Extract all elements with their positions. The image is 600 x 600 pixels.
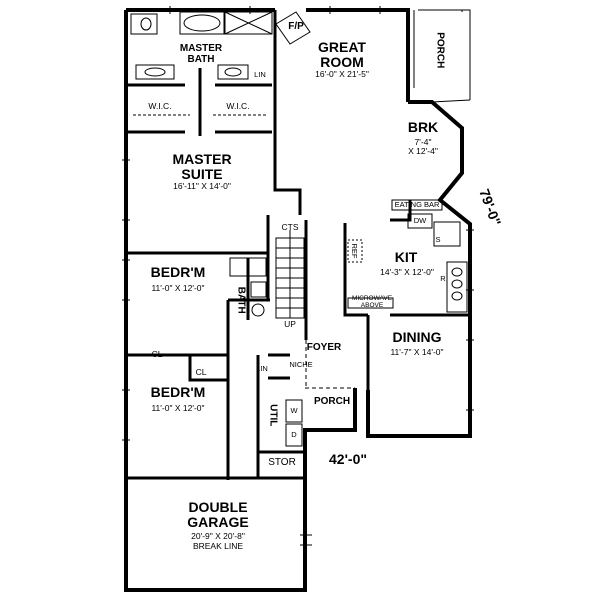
bedrm1-label: BEDR'M (150, 264, 206, 280)
fp-label: F/P (288, 21, 304, 32)
bath-label: BATH (235, 286, 247, 314)
porch-front-label: PORCH (313, 396, 351, 407)
bedrm1-dim: 11'-0" X 12'-0" (151, 283, 205, 293)
brk-label: BRK (407, 119, 439, 135)
garage-dim: 20'-9" X 20'-8" BREAK LINE (191, 531, 245, 551)
util-label: UTIL (267, 404, 279, 427)
s-label: S (435, 235, 441, 244)
cl1-label: CL (151, 349, 163, 359)
wic-left-label: W.I.C. (148, 101, 172, 111)
dimension-lines (418, 9, 471, 103)
microwave-label: MICROWAVE ABOVE (351, 295, 393, 309)
dining-dim: 11'-7" X 14'-0" (390, 347, 444, 357)
wic-right-label: W.I.C. (226, 101, 250, 111)
master-bath-label: MASTER BATH (179, 43, 223, 65)
r-label: R (440, 274, 446, 283)
stor-label: STOR (268, 457, 296, 468)
garage-label: DOUBLE GARAGE (187, 499, 249, 530)
bedrm2-label: BEDR'M (150, 384, 206, 400)
master-suite-dim: 16'-11" X 14'-0" (173, 181, 231, 191)
cts-label: CTS (281, 222, 299, 232)
up-label: UP (284, 319, 296, 329)
interior-walls (128, 10, 470, 480)
foyer-label: FOYER (306, 342, 342, 353)
bedrm2-dim: 11'-0" X 12'-0" (151, 403, 205, 413)
ref-label: REF (349, 243, 359, 259)
fixtures (130, 10, 468, 546)
master-suite-label: MASTER SUITE (172, 151, 232, 182)
lin-bath-label: LIN (254, 70, 266, 79)
niche-label: NICHE (289, 360, 313, 369)
eating-bar-label: EATING BAR (394, 200, 440, 209)
window-marks (122, 6, 474, 441)
kit-dim: 14'-3" X 12'-0" (380, 267, 434, 277)
dw-label: DW (413, 216, 427, 225)
w-label: W (290, 406, 298, 415)
porch-top-label: PORCH (434, 32, 446, 69)
great-room-dim: 16'-0" X 21'-5" (315, 69, 369, 79)
great-room-label: GREAT ROOM (318, 39, 366, 70)
kit-label: KIT (394, 249, 418, 265)
cl2-label: CL (195, 367, 207, 377)
staircase (275, 230, 305, 319)
d-label: D (291, 430, 297, 439)
dining-label: DINING (392, 329, 442, 345)
lin-foyer-label: LIN (256, 364, 268, 373)
brk-dim: 7'-4" X 12'-4" (408, 137, 438, 156)
width-dimension: 42'-0" (329, 451, 367, 467)
